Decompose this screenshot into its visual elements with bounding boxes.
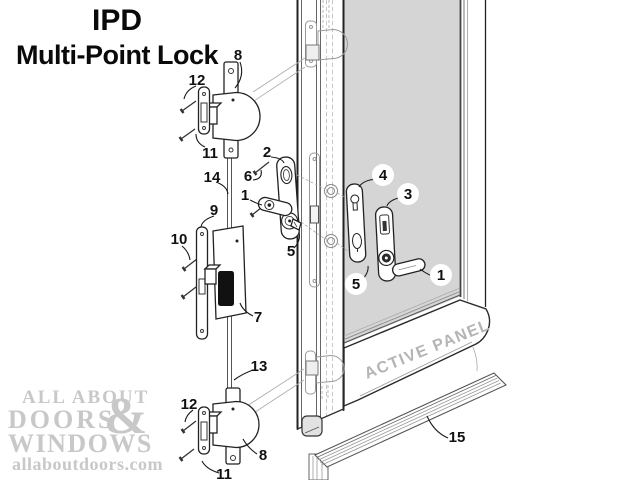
bottom-rail [343, 299, 491, 408]
part-label-5-exterior: 5 [287, 243, 295, 260]
screws-12-top [178, 100, 197, 142]
bottom-rail-inner-line [359, 341, 473, 397]
part-label-2: 2 [263, 144, 271, 161]
screws-10 [180, 258, 198, 300]
title-line2: Multi-Point Lock [16, 40, 219, 70]
watermark-line2: DOORS [8, 405, 115, 434]
part-label-15: 15 [449, 429, 466, 446]
exterior-handle-set [249, 156, 302, 240]
glass-pane [344, 0, 461, 344]
part-label-6: 6 [244, 168, 252, 185]
part-label-8-bottom: 8 [259, 447, 267, 464]
label-halo-5 [345, 273, 367, 295]
top-faceplate-cutout [200, 102, 208, 123]
label-halo-3 [397, 183, 419, 205]
part-labels: 12 8 11 14 9 10 2 6 1 5 7 13 12 8 11 4 3… [171, 47, 466, 480]
diagram-title: IPD Multi-Point Lock [16, 4, 220, 70]
lock-gearbox-assembly [180, 225, 247, 340]
watermark-line1: ALL ABOUT [22, 387, 149, 408]
part-label-5-interior: 5 [352, 276, 360, 293]
door-bottom-guide-line [304, 426, 320, 434]
watermark-ampersand: & [104, 388, 147, 445]
threshold-body [314, 372, 507, 468]
threshold-connector-line [472, 346, 478, 372]
part-label-3: 3 [404, 186, 412, 203]
part-label-1-exterior: 1 [241, 187, 249, 204]
glazing-bead [343, 287, 461, 344]
bottom-shoot-bolt-ghost [315, 354, 345, 384]
part-label-11-top: 11 [202, 145, 218, 162]
label-halo-1 [430, 264, 452, 286]
latch-opening-ghost [310, 205, 319, 224]
projection-lines [242, 57, 306, 421]
part-label-8-top: 8 [234, 47, 242, 64]
interior-handle-set [345, 183, 426, 282]
title-line1: IPD [92, 4, 142, 37]
part-label-12-bottom: 12 [181, 396, 198, 413]
top-shoot-bolt-assembly [178, 61, 261, 159]
bottom-gearbox-8 [212, 400, 260, 449]
part-label-4: 4 [379, 167, 388, 184]
part-label-7: 7 [254, 309, 262, 326]
lock-latch-bolt [204, 268, 217, 285]
part-label-11-bottom: 11 [216, 466, 232, 480]
door-stile [296, 0, 345, 430]
threshold-track-15 [308, 346, 507, 480]
top-gearbox-8 [212, 91, 261, 142]
part-label-10: 10 [171, 231, 188, 248]
exterior-escutcheon-2 [276, 156, 300, 240]
top-shoot-bolt-ghost [317, 28, 348, 61]
installed-hardware-ghost [296, 0, 350, 400]
exterior-lever-1 [257, 196, 293, 217]
interior-backplate-3 [374, 206, 397, 282]
watermark-line3: WINDOWS [8, 429, 153, 458]
part-label-12-top: 12 [189, 72, 206, 89]
top-bolt-block-ghost [305, 44, 320, 61]
interior-lever-1 [391, 258, 426, 277]
leader-lines [181, 61, 449, 474]
stile-faceplate-ghost [309, 152, 320, 288]
watermark: ALL ABOUT DOORS & WINDOWS allaboutdoors.… [8, 387, 163, 474]
part-label-9: 9 [210, 202, 218, 219]
screws-12-bottom [178, 420, 197, 462]
bottom-faceplate-cutout [200, 421, 208, 441]
part-label-1-interior: 1 [437, 267, 445, 284]
bottom-shoot-bolt-assembly [178, 387, 260, 465]
part-label-14: 14 [204, 169, 221, 186]
bottom-bolt-block-ghost [305, 360, 319, 376]
interior-escutcheon-4 [345, 183, 367, 263]
part-label-13: 13 [251, 358, 268, 375]
top-keeper-plate-ghost [305, 20, 317, 68]
lock-faceplate-cutout [198, 278, 206, 295]
door-bottom-guide [301, 415, 323, 437]
spindle-5-exterior [290, 218, 302, 231]
lock-case-black [218, 271, 234, 306]
watermark-url: allaboutdoors.com [12, 454, 163, 474]
label-halo-4 [372, 164, 394, 186]
spindle-holes-ghost [324, 184, 338, 248]
door-panel: ACTIVE PANEL [296, 0, 493, 437]
door-right-frame [459, 0, 487, 307]
